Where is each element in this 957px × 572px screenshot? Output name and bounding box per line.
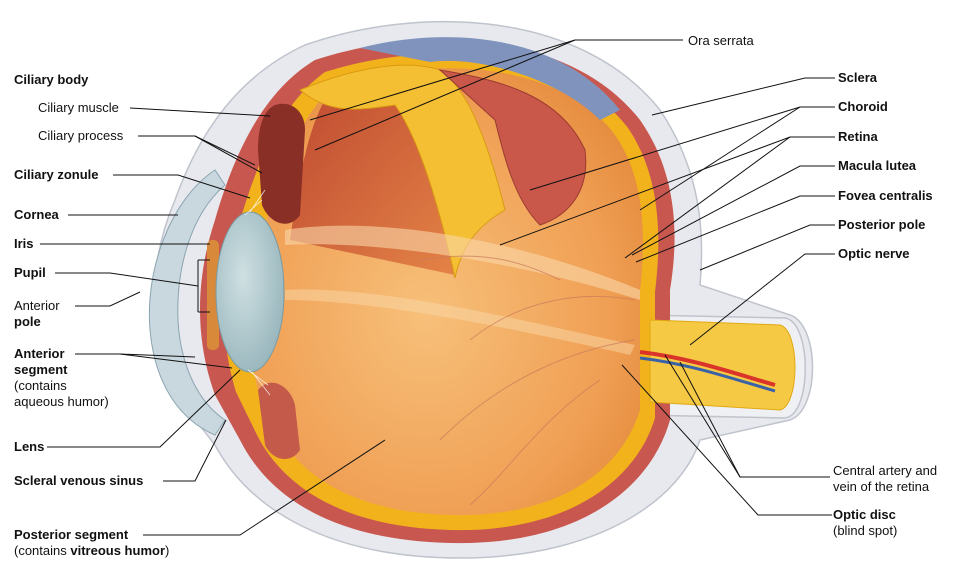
label-optic-nerve: Optic nerve — [838, 246, 910, 261]
label-macula-lutea: Macula lutea — [838, 158, 917, 173]
label-anterior-segment-line1: Anterior — [14, 346, 65, 361]
label-central-artery-line1: Central artery and — [833, 463, 938, 478]
label-pupil: Pupil — [14, 265, 46, 280]
cut-plane — [285, 225, 640, 300]
ciliary-zonule-fibers — [244, 189, 271, 396]
label-sclera: Sclera — [838, 70, 878, 85]
ciliary-body-lower — [258, 382, 300, 460]
label-cornea: Cornea — [14, 207, 59, 222]
leader-lines — [40, 39, 835, 536]
label-ciliary-zonule: Ciliary zonule — [14, 167, 99, 182]
label-posterior-segment-pre: (contains — [14, 543, 71, 558]
label-scleral-venous-sinus: Scleral venous sinus — [14, 473, 144, 488]
label-anterior-pole-line2: pole — [14, 314, 41, 329]
label-ciliary-body: Ciliary body — [14, 72, 89, 87]
label-anterior-segment: Anterior segment (contains aqueous humor… — [14, 346, 109, 410]
label-fovea-centralis: Fovea centralis — [838, 188, 933, 203]
optic-nerve-shape — [649, 319, 796, 411]
label-ora-serrata: Ora serrata — [688, 33, 754, 48]
ciliary-body-shape — [258, 103, 305, 224]
lens-shape — [215, 211, 285, 373]
label-lens: Lens — [14, 439, 45, 454]
label-choroid: Choroid — [838, 99, 888, 114]
label-anterior-segment-line2: segment — [14, 362, 68, 377]
central-artery — [639, 350, 776, 387]
label-posterior-segment-post: ) — [165, 543, 170, 558]
label-posterior-pole: Posterior pole — [838, 217, 926, 232]
label-vitreous-humor: vitreous humor — [70, 543, 165, 558]
iris-shape — [207, 240, 219, 350]
label-ciliary-muscle: Ciliary muscle — [38, 100, 119, 115]
label-optic-disc-line2: (blind spot) — [833, 523, 898, 538]
retinal-vessels — [419, 255, 636, 506]
label-posterior-segment: Posterior segment (contains vitreous hum… — [14, 527, 169, 559]
label-central-artery-line2: vein of the retina — [833, 479, 930, 494]
label-ciliary-process: Ciliary process — [38, 128, 124, 143]
cut-plane-lower — [285, 289, 635, 355]
label-anterior-segment-line3: (contains — [14, 378, 67, 393]
label-retina: Retina — [838, 129, 878, 144]
central-vein — [639, 356, 776, 393]
label-optic-disc-line1: Optic disc — [833, 507, 896, 522]
label-optic-disc: Optic disc (blind spot) — [833, 507, 897, 539]
label-anterior-segment-line4: aqueous humor) — [14, 394, 109, 409]
label-central-artery-vein: Central artery and vein of the retina — [833, 463, 937, 495]
label-anterior-pole: Anterior pole — [14, 298, 60, 330]
label-posterior-segment-line1: Posterior segment — [14, 527, 129, 542]
choroid-flap — [438, 69, 587, 226]
label-anterior-pole-line1: Anterior — [14, 298, 60, 313]
cornea-shape — [148, 169, 226, 436]
label-iris: Iris — [14, 236, 34, 251]
cut-background — [360, 37, 620, 120]
